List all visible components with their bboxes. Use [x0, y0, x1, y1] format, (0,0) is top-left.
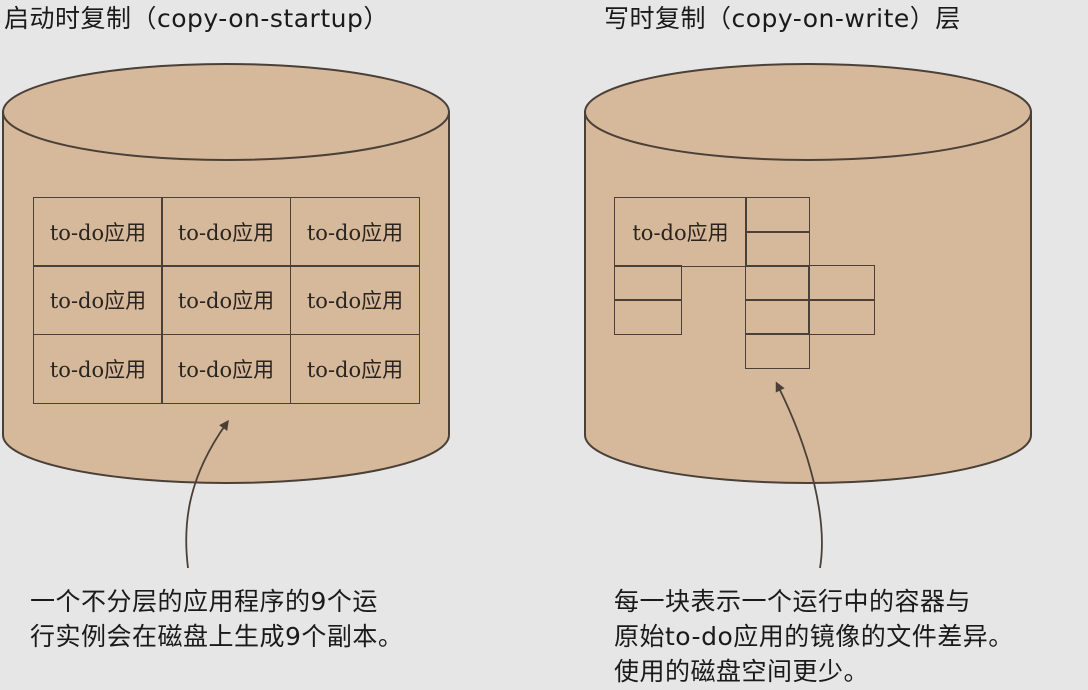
left-grid-cell: to-do应用	[33, 197, 163, 267]
right-caption-line: 每一块表示一个运行中的容器与	[614, 587, 972, 616]
right-diff-block	[745, 333, 810, 369]
left-cylinder-top	[2, 63, 450, 161]
right-title: 写时复制（copy-on-write）层	[604, 4, 961, 33]
right-diff-block	[745, 265, 810, 301]
right-diff-block	[614, 265, 682, 301]
left-cylinder	[2, 63, 450, 484]
left-grid-cell: to-do应用	[290, 197, 420, 267]
right-diff-block	[808, 265, 875, 301]
right-cylinder-top	[584, 63, 1032, 161]
right-diff-block	[745, 231, 810, 267]
left-caption-line: 行实例会在磁盘上生成9个副本。	[30, 622, 404, 651]
right-diff-block	[808, 299, 875, 335]
left-title: 启动时复制（copy-on-startup）	[4, 4, 389, 33]
left-grid-cell: to-do应用	[33, 334, 163, 404]
left-grid-cell: to-do应用	[161, 197, 291, 267]
right-arrow	[775, 381, 823, 569]
left-arrow	[185, 419, 229, 569]
left-caption-line: 一个不分层的应用程序的9个运	[30, 587, 378, 616]
right-caption: 每一块表示一个运行中的容器与 原始to-do应用的镜像的文件差异。 使用的磁盘空…	[614, 584, 1014, 689]
right-caption-line: 原始to-do应用的镜像的文件差异。	[614, 622, 1014, 651]
left-grid-cell: to-do应用	[290, 334, 420, 404]
right-diff-block	[614, 299, 682, 335]
right-diff-block	[745, 299, 810, 335]
left-grid-cell: to-do应用	[33, 265, 163, 335]
left-grid-cell: to-do应用	[290, 265, 420, 335]
left-caption: 一个不分层的应用程序的9个运 行实例会在磁盘上生成9个副本。	[30, 584, 403, 654]
left-grid-cell: to-do应用	[161, 265, 291, 335]
right-diff-block	[745, 197, 810, 233]
right-image-block: to-do应用	[614, 197, 747, 267]
right-caption-line: 使用的磁盘空间更少。	[614, 657, 870, 686]
left-cylinder-body	[2, 111, 450, 484]
left-grid-cell: to-do应用	[161, 334, 291, 404]
